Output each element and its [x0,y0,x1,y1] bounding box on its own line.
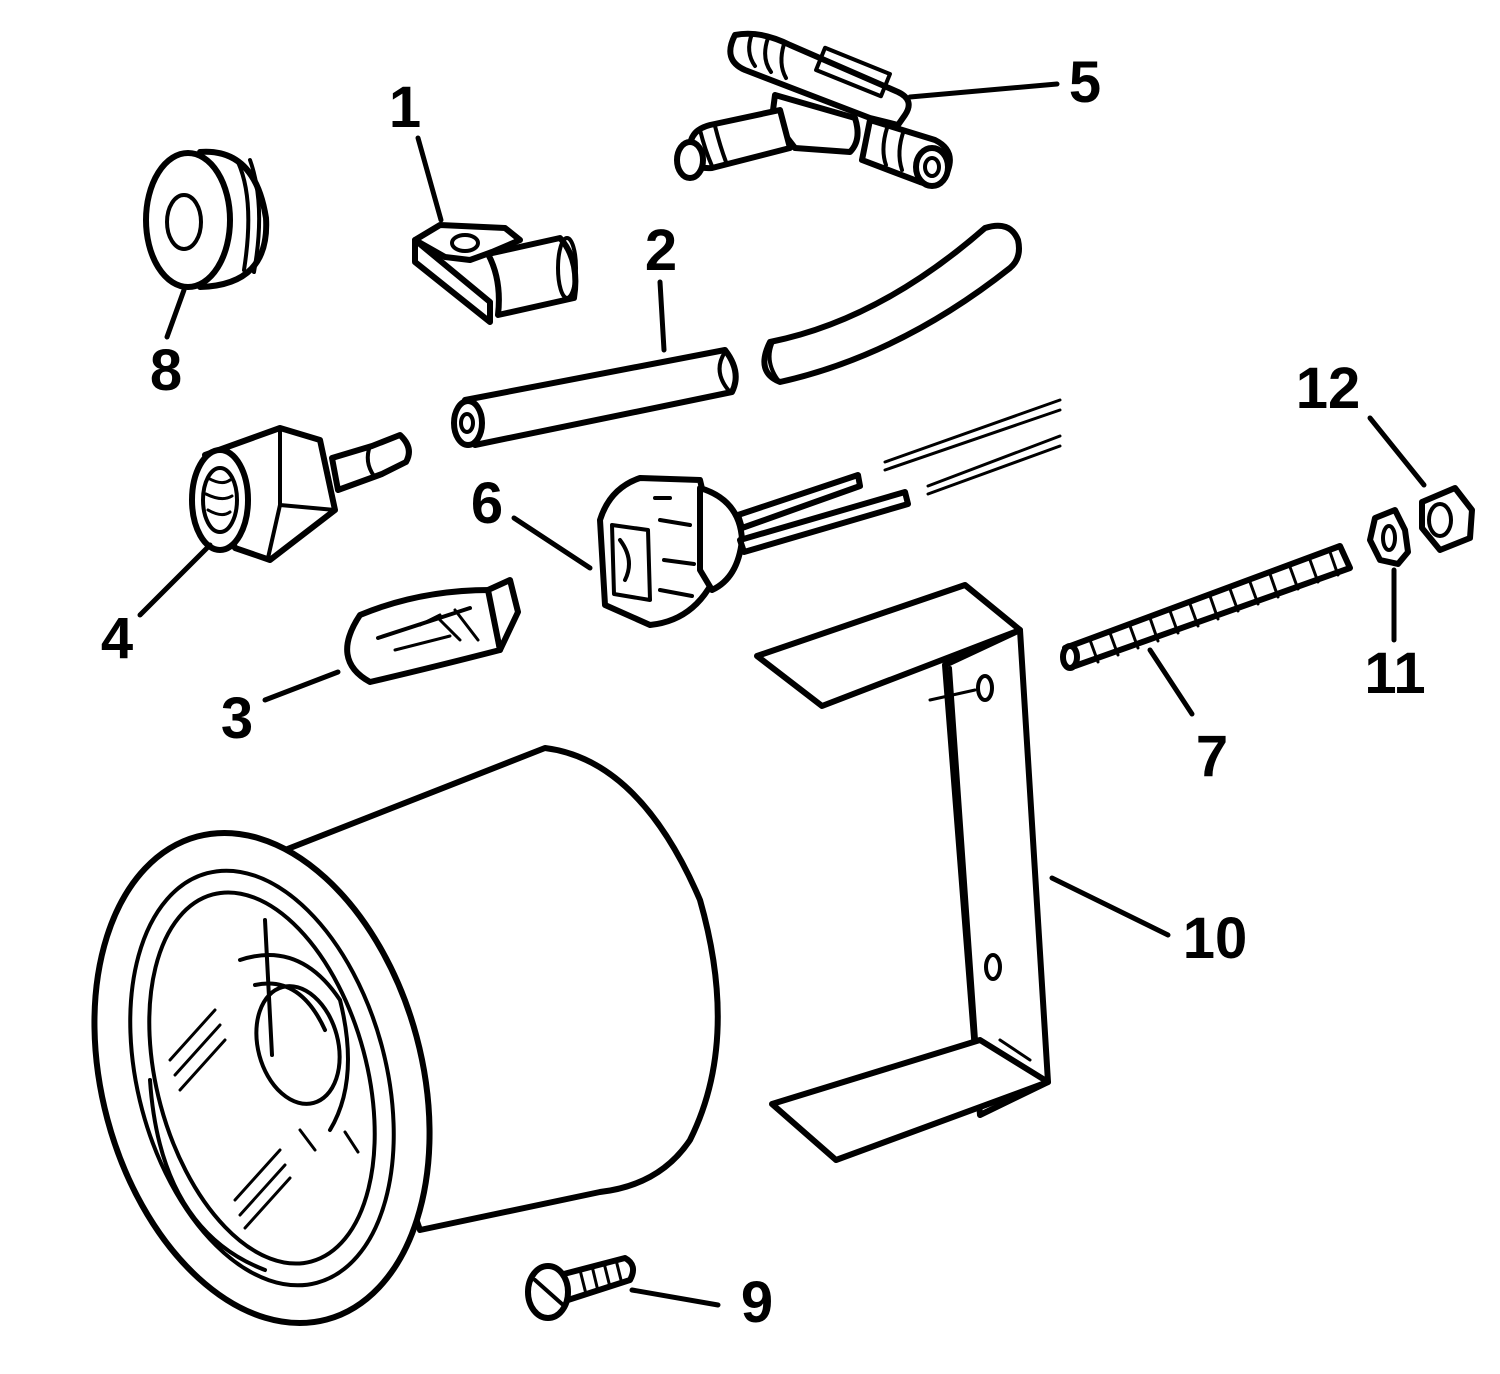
leader-3 [262,669,341,703]
part-tee-fitting [674,30,953,189]
callout-labels: 1 2 3 4 5 6 7 8 9 10 11 12 [101,50,1426,1335]
part-sender-socket [597,398,1062,628]
callout-8: 8 [150,338,182,403]
part-grommet [143,148,270,290]
callout-4: 4 [101,606,133,671]
callout-12: 12 [1296,356,1361,421]
leader-6 [511,515,593,571]
callout-11: 11 [1364,641,1425,706]
callout-9: 9 [741,1270,773,1335]
part-screw [525,1255,637,1321]
leader-2 [657,279,667,353]
callout-3: 3 [221,686,253,751]
leader-1 [415,135,444,223]
leader-12 [1367,415,1427,488]
leader-8 [164,287,187,340]
leader-lines [137,81,1427,1308]
leader-5 [907,81,1060,100]
callout-2: 2 [645,218,677,283]
part-clamp [412,222,579,325]
part-bulb [344,577,521,685]
part-stud [1060,543,1353,671]
part-bracket [754,582,1051,1163]
callout-1: 1 [389,75,421,140]
leader-7 [1147,647,1195,717]
part-hose [451,222,1022,448]
leader-10 [1049,875,1171,938]
part-gauge [91,745,721,1327]
part-nut [1419,485,1475,553]
callout-5: 5 [1069,50,1101,115]
callout-6: 6 [471,471,503,536]
leader-4 [137,542,213,618]
callout-7: 7 [1196,724,1228,789]
part-lock-washer [1367,507,1411,567]
leader-9 [629,1287,721,1308]
part-hose-fitting [189,425,412,563]
callout-10: 10 [1183,906,1248,971]
